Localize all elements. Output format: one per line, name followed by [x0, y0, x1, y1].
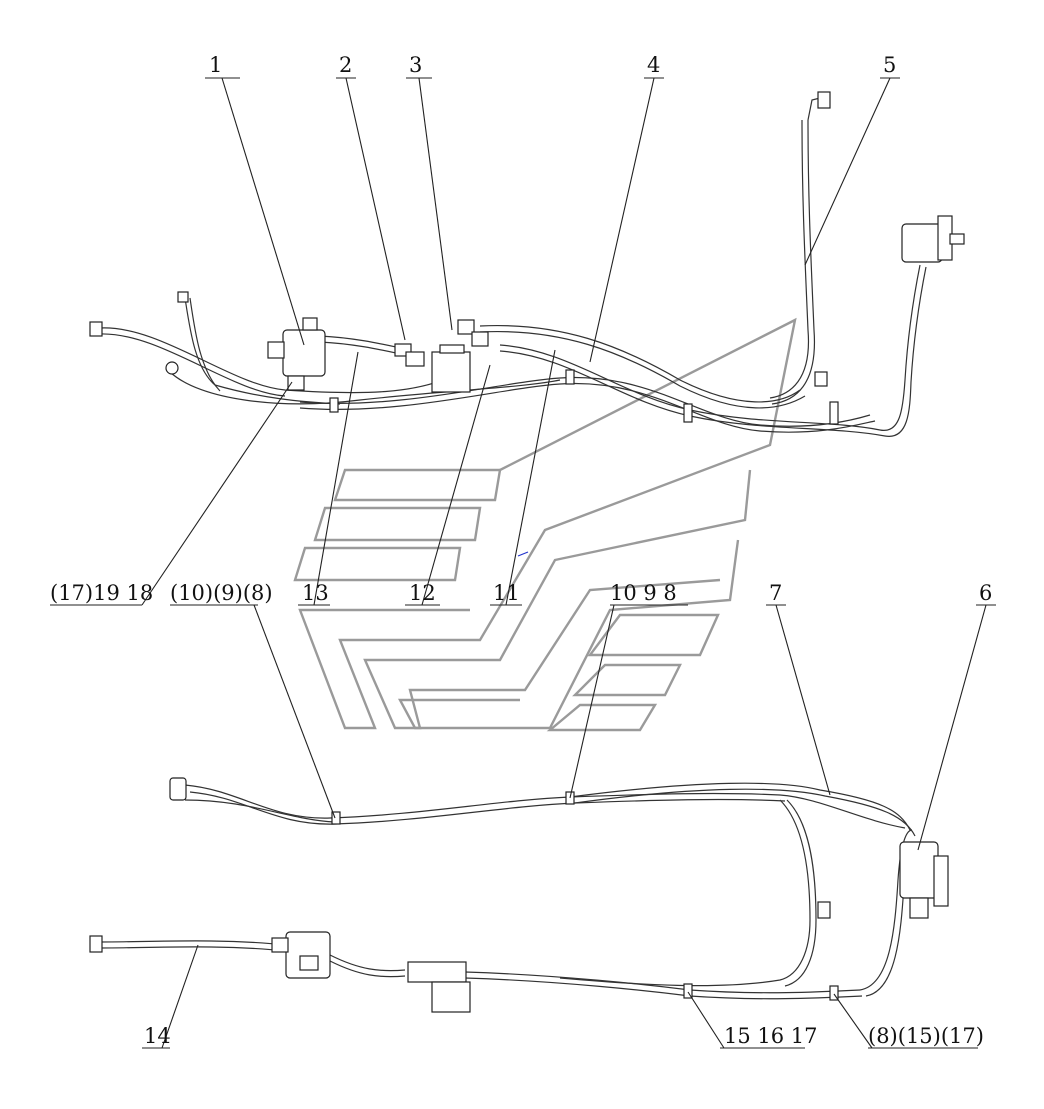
callout-17-19-18: (17)19 18 [50, 581, 153, 605]
upper-parts [89, 91, 965, 425]
upper-hose-assembly [99, 97, 927, 437]
watermark-logo [293, 317, 797, 732]
leader-lines [50, 77, 996, 1049]
callout-6: 6 [979, 581, 992, 605]
callout-7: 7 [769, 581, 782, 605]
callout-3: 3 [409, 53, 422, 77]
callout-12: 12 [409, 581, 436, 605]
callout-14: 14 [144, 1024, 171, 1048]
callout-10-9-8: 10 9 8 [610, 581, 677, 605]
callout-8-15-17-paren: (8)(15)(17) [868, 1024, 984, 1048]
callout-13: 13 [302, 581, 329, 605]
callout-15-16-17: 15 16 17 [724, 1024, 818, 1048]
callout-1: 1 [209, 53, 222, 77]
lower-parts [89, 777, 949, 1013]
callout-4: 4 [647, 53, 660, 77]
callout-2: 2 [339, 53, 352, 77]
callout-11: 11 [493, 581, 520, 605]
callout-5: 5 [883, 53, 896, 77]
callout-10-9-8-paren: (10)(9)(8) [170, 581, 273, 605]
callout-labels: 1 2 3 4 5 13 12 11 (17)19 18 (10)(9)(8) … [50, 53, 992, 1048]
lower-hose-assembly [99, 782, 916, 1000]
